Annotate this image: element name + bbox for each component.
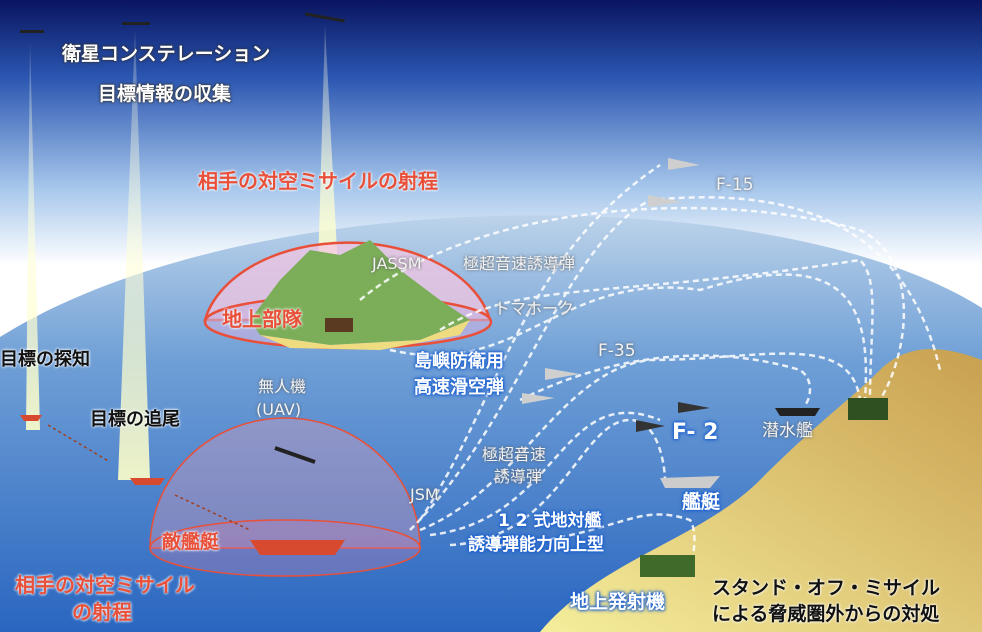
island — [250, 240, 470, 345]
target-info-collection-label: 目標情報の収集 — [98, 83, 232, 105]
enemy-range-bottom-label-2: の射程 — [72, 600, 132, 624]
satellite-icons — [20, 12, 345, 33]
f2-label: F- 2 — [672, 420, 719, 445]
enemy-ship-label: 敵艦艇 — [162, 531, 220, 553]
uav-label-1: 無人機 — [258, 377, 307, 396]
standoff-label-2: による脅威圏外からの対処 — [712, 603, 940, 625]
ground-launcher-label: 地上発射機 — [570, 591, 666, 613]
aircraft — [274, 158, 710, 464]
type12-label-1: 1 2 式地対艦 — [498, 511, 602, 531]
uav-label-2: (UAV) — [256, 400, 302, 419]
jsm-label: JSM — [410, 485, 439, 504]
enemy-range-top-label: 相手の対空ミサイルの射程 — [198, 169, 438, 193]
satellite-constellation-label: 衛星コンステレーション — [62, 43, 271, 65]
hypersonic-2-label-2: 誘導弾 — [494, 467, 543, 486]
hvgp-label-1: 島嶼防衛用 — [414, 351, 504, 372]
standoff-label-1: スタンド・オフ・ミサイル — [712, 577, 941, 599]
target-tracking-label: 目標の追尾 — [90, 409, 180, 430]
f35-label: F-35 — [598, 341, 636, 361]
enemy-range-bottom-label-1: 相手の対空ミサイル — [15, 573, 195, 597]
enemy-ships — [20, 415, 345, 555]
submarine-icon — [775, 408, 820, 416]
launcher-truck — [640, 555, 695, 577]
ground-unit-label: 地上部隊 — [222, 307, 302, 331]
f15-label: F-15 — [716, 175, 754, 195]
warship-label: 艦艇 — [682, 491, 721, 513]
target-detection-label: 目標の探知 — [0, 349, 90, 370]
launcher-truck-2 — [848, 398, 888, 420]
ground-unit-icon — [325, 318, 353, 332]
type12-label-2: 誘導弾能力向上型 — [468, 535, 604, 555]
jassm-label: JASSM — [372, 254, 422, 273]
friendly-ship — [660, 476, 720, 488]
hvgp-label-2: 高速滑空弾 — [414, 377, 504, 398]
submarine-label: 潜水艦 — [762, 421, 813, 441]
tomahawk-label: トマホーク — [494, 299, 575, 318]
hypersonic-2-label-1: 極超音速 — [482, 445, 547, 464]
hypersonic-missile-label: 極超音速誘導弾 — [463, 254, 576, 273]
